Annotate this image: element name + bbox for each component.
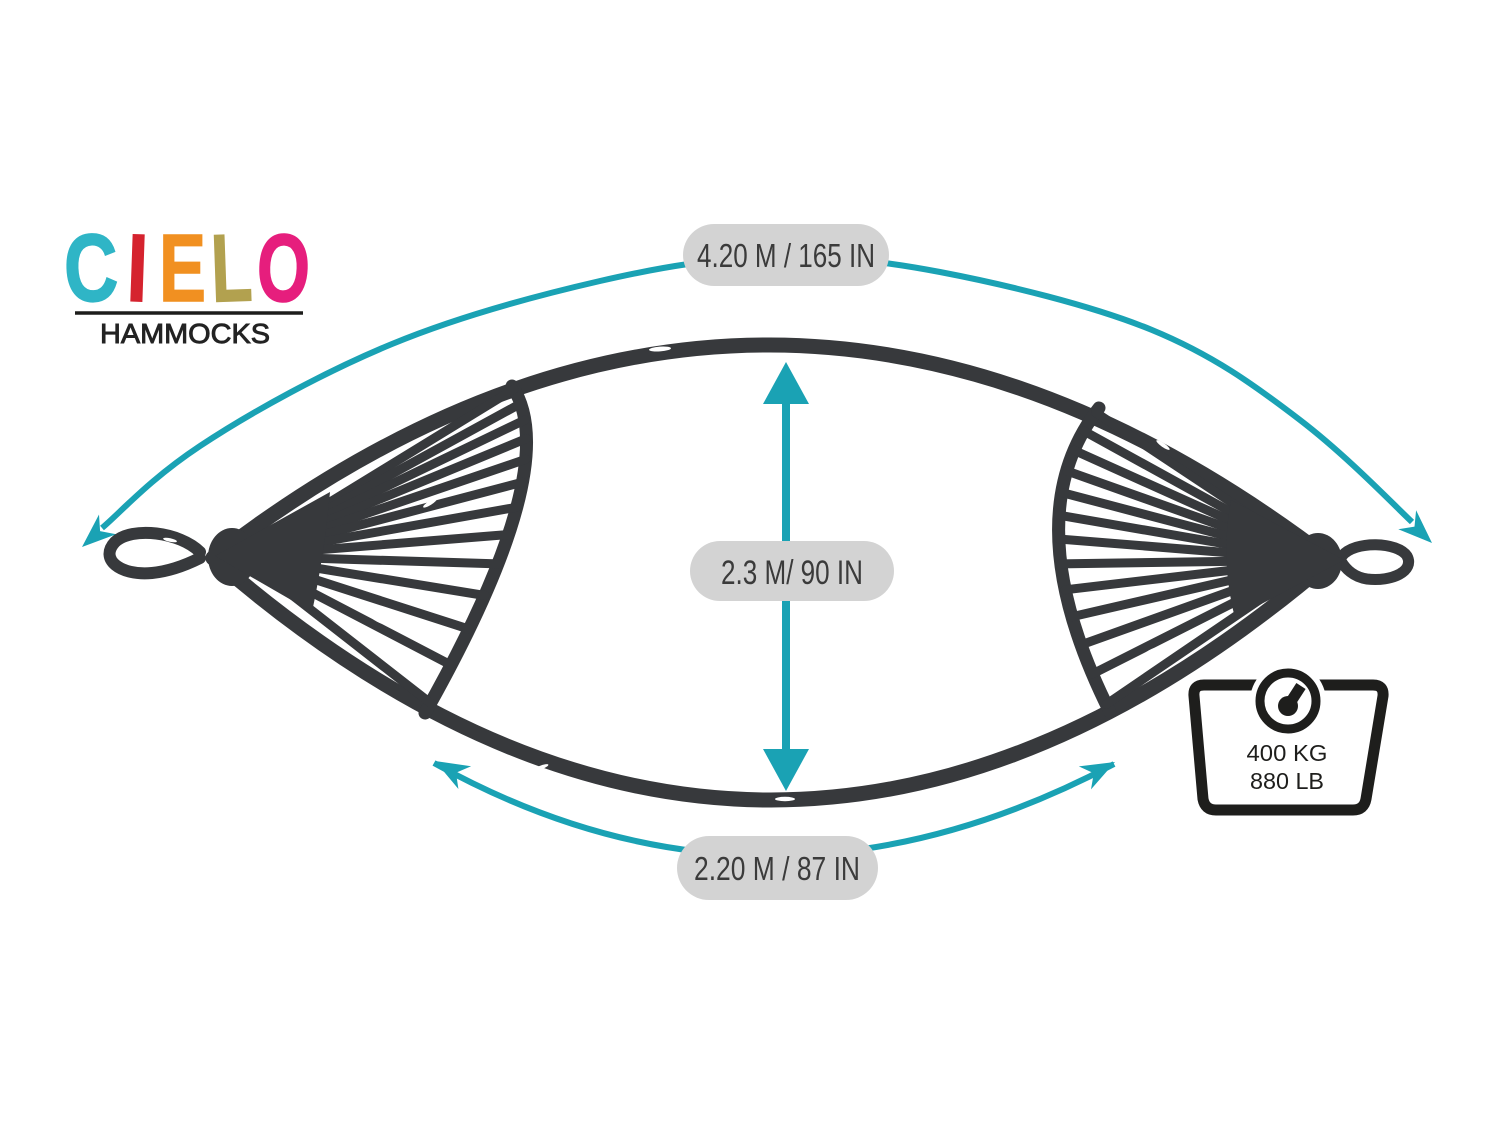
svg-text:I: I	[125, 215, 150, 323]
svg-text:E: E	[159, 215, 206, 322]
svg-text:C: C	[62, 214, 120, 323]
svg-text:880 LB: 880 LB	[1250, 768, 1324, 794]
svg-text:2.20 M / 87 IN: 2.20 M / 87 IN	[694, 851, 860, 888]
svg-text:400 KG: 400 KG	[1247, 740, 1328, 766]
svg-text:L: L	[209, 214, 254, 322]
svg-text:4.20 M / 165 IN: 4.20 M / 165 IN	[697, 238, 875, 275]
svg-text:O: O	[255, 214, 312, 323]
svg-text:HAMMOCKS: HAMMOCKS	[100, 318, 270, 349]
svg-text:2.3 M/ 90 IN: 2.3 M/ 90 IN	[721, 554, 863, 592]
